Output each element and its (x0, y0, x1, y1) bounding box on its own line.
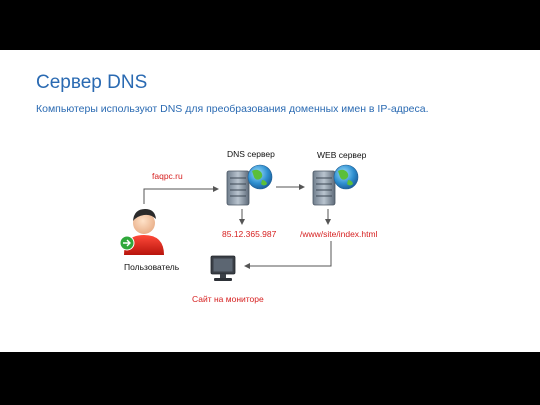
monitor-label: Сайт на мониторе (192, 294, 264, 304)
top-letterbox (0, 0, 540, 50)
dns-diagram (119, 164, 359, 281)
monitor-icon (210, 255, 236, 281)
arrow-path-to-monitor (244, 241, 332, 269)
path-label: /www/site/index.html (300, 229, 378, 239)
bottom-letterbox (0, 352, 540, 405)
arrow-user-to-dns (143, 186, 219, 204)
slide-subtitle: Компьютеры используют DNS для преобразов… (36, 103, 429, 115)
domain-label: faqpc.ru (152, 171, 183, 181)
slide-title: Сервер DNS (36, 72, 148, 93)
user-label: Пользователь (124, 262, 180, 272)
slide: Сервер DNS Компьютеры используют DNS для… (0, 50, 540, 352)
ip-address-label: 85.12.365.987 (222, 229, 277, 239)
web-server-label: WEB сервер (317, 150, 367, 160)
dns-server-icon (226, 164, 273, 206)
user-icon (119, 209, 164, 255)
web-server-icon (312, 164, 359, 206)
dns-server-label: DNS сервер (227, 149, 275, 159)
